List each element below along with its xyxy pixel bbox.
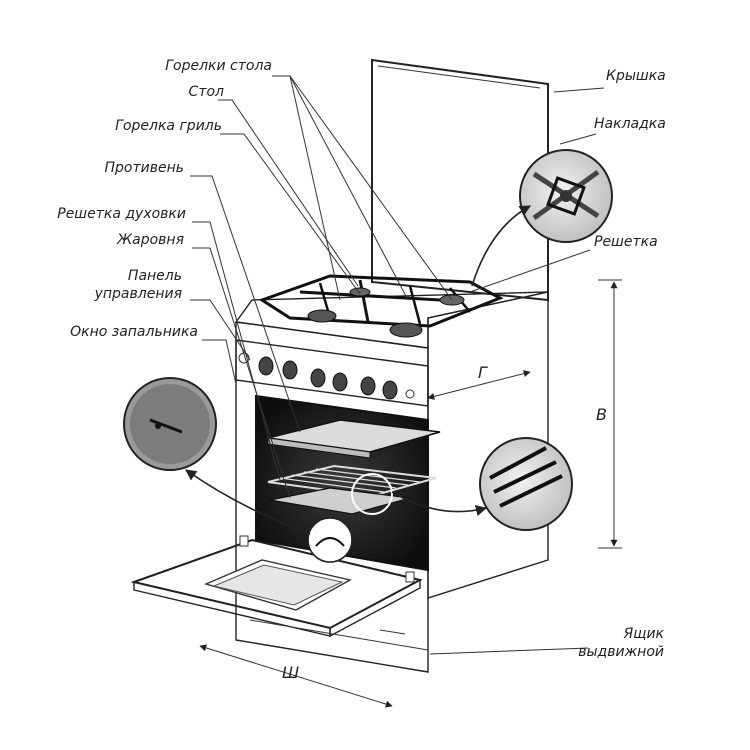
- dimension-height-label: В: [596, 405, 607, 424]
- label-yashchik-line2: выдвижной: [578, 644, 664, 660]
- label-reshetka-duhovki: Решетка духовки: [57, 206, 186, 222]
- dimension-lines: [199, 279, 622, 708]
- label-yashchik-line1: Ящик: [623, 626, 665, 642]
- nakladka-detail-circle: [519, 149, 613, 243]
- oven-door: [130, 535, 423, 638]
- burner-grates: [258, 274, 504, 338]
- dimension-width-label: Ш: [282, 663, 299, 682]
- label-panel-line2: управления: [94, 286, 182, 302]
- label-kryshka: Крышка: [606, 68, 666, 84]
- oven-cavity: [255, 394, 441, 572]
- label-panel-line1: Панель: [128, 268, 182, 284]
- label-gorelka-gril: Горелка гриль: [115, 118, 222, 134]
- label-reshetka: Решетка: [594, 234, 658, 250]
- rack-highlight-circle: [351, 473, 393, 515]
- label-okno-zapalnika: Окно запальника: [70, 324, 198, 340]
- label-stol: Стол: [189, 84, 224, 100]
- detail-arrows: [185, 205, 531, 535]
- drawer: [249, 619, 429, 651]
- control-knobs: [238, 352, 415, 400]
- labels: Горелки стола Стол Горелка гриль Противе…: [57, 58, 666, 682]
- label-nakladka: Накладка: [594, 116, 666, 132]
- rack-guide-detail-circle: [479, 437, 573, 531]
- dimension-depth-label: Г: [478, 363, 488, 382]
- label-protiven: Противень: [104, 160, 184, 176]
- leader-lines: [190, 75, 605, 655]
- label-gorelki-stola: Горелки стола: [165, 58, 272, 74]
- door-handle-detail-circle: [307, 517, 353, 563]
- label-zharovnya: Жаровня: [116, 232, 184, 248]
- ignition-window-detail-circle: [123, 377, 217, 471]
